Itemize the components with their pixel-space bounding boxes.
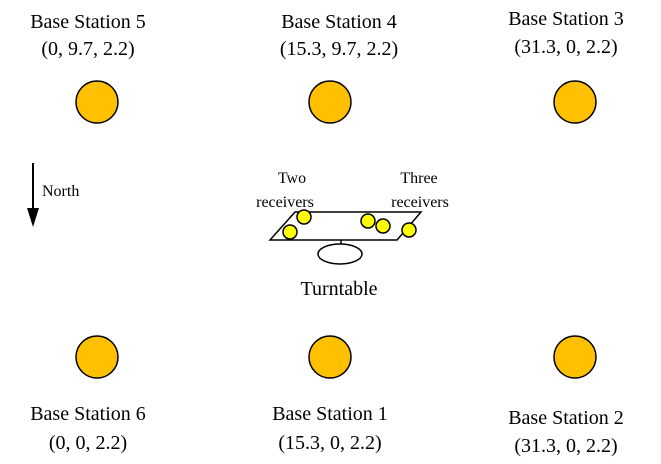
receiver <box>282 224 298 240</box>
left-receivers-label-line1: Two <box>278 170 306 187</box>
base-station-5: Base Station 5 (0, 9.7, 2.2) <box>30 11 146 124</box>
base-station-1: Base Station 1 (15.3, 0, 2.2) <box>272 335 388 454</box>
base-station-6: Base Station 6 (0, 0, 2.2) <box>30 335 146 454</box>
base-station-2: Base Station 2 (31.3, 0, 2.2) <box>508 335 624 457</box>
right-receivers-label-line2: receivers <box>391 194 449 211</box>
base-station-4: Base Station 4 (15.3, 9.7, 2.2) <box>280 11 398 124</box>
base-station-3-name: Base Station 3 <box>508 8 624 30</box>
base-station-3-coordinates: (31.3, 0, 2.2) <box>514 36 617 58</box>
compass: North <box>27 163 79 227</box>
base-station-2-name: Base Station 2 <box>508 407 624 429</box>
base-station-4-coordinates: (15.3, 9.7, 2.2) <box>280 38 398 60</box>
base-station-6-coordinates: (0, 0, 2.2) <box>49 432 127 454</box>
right-receivers-label-line1: Three <box>400 170 437 187</box>
base-station-5-marker <box>75 80 119 124</box>
north-label: North <box>42 183 79 200</box>
base-station-3-marker <box>553 80 597 124</box>
receiver <box>296 209 312 225</box>
receiver <box>360 213 376 229</box>
turntable-label: Turntable <box>300 278 377 300</box>
south-pointing-arrow-icon <box>27 163 39 227</box>
receiver <box>401 222 417 238</box>
base-station-1-marker <box>308 335 352 379</box>
base-station-5-name: Base Station 5 <box>30 11 146 33</box>
base-station-1-coordinates: (15.3, 0, 2.2) <box>278 432 381 454</box>
base-station-1-name: Base Station 1 <box>272 403 388 425</box>
base-station-6-marker <box>75 335 119 379</box>
base-station-3: Base Station 3 (31.3, 0, 2.2) <box>508 8 624 124</box>
turntable-base <box>317 243 363 265</box>
receiver <box>375 218 391 234</box>
base-station-5-coordinates: (0, 9.7, 2.2) <box>41 38 134 60</box>
base-station-4-marker <box>308 80 352 124</box>
base-station-2-marker <box>553 335 597 379</box>
base-station-6-name: Base Station 6 <box>30 403 146 425</box>
left-receivers-label-line2: receivers <box>256 194 314 211</box>
base-station-4-name: Base Station 4 <box>281 11 397 33</box>
turntable: Two receivers Three receivers Turntable <box>256 170 449 300</box>
base-station-2-coordinates: (31.3, 0, 2.2) <box>514 435 617 457</box>
